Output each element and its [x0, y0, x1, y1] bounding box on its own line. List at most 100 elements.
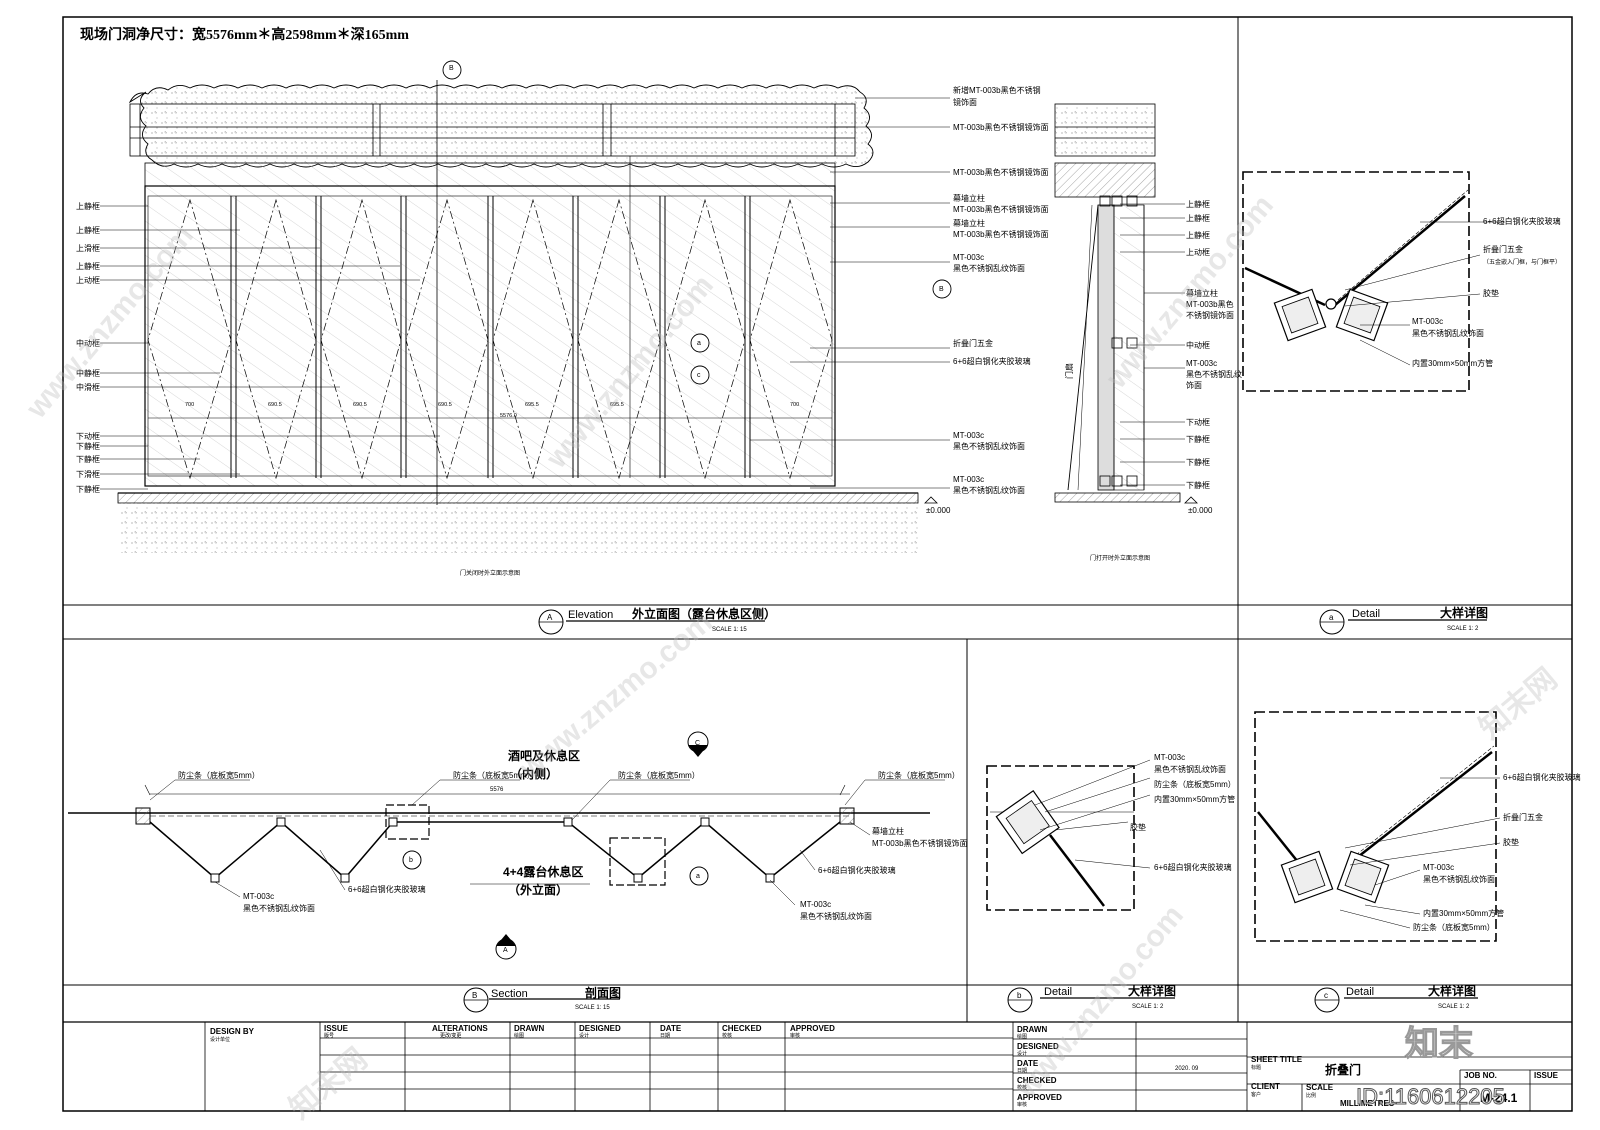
svg-text:MT-003c: MT-003c [953, 475, 984, 484]
svg-text:折叠门五金: 折叠门五金 [953, 338, 993, 348]
svg-text:审核: 审核 [1017, 1101, 1027, 1108]
svg-text:下静框: 下静框 [1186, 480, 1210, 490]
svg-text:695.5: 695.5 [610, 402, 624, 408]
date-value: 2020. 09 [1175, 1066, 1199, 1072]
svg-text:黑色不锈钢乱纹: 黑色不锈钢乱纹 [1186, 369, 1242, 379]
svg-text:CLIENT: CLIENT [1251, 1082, 1280, 1091]
svg-text:CHECKED: CHECKED [1017, 1076, 1057, 1085]
svg-text:标题: 标题 [1251, 1064, 1261, 1071]
svg-text:设计: 设计 [579, 1032, 589, 1039]
svg-text:上动框: 上动框 [1186, 247, 1210, 257]
svg-text:中动框: 中动框 [76, 338, 100, 348]
svg-text:大样详图: 大样详图 [1440, 605, 1488, 620]
svg-text:幕墙立柱: 幕墙立柱 [953, 218, 985, 228]
svg-text:设计: 设计 [1017, 1050, 1027, 1057]
svg-text:www.znzmo.com: www.znzmo.com [1009, 899, 1190, 1105]
elevation-left-labels: 上静框 上静框 上滑框 上静框 上动框 中动框 中静框 中滑框 下动框 下静框 … [76, 201, 440, 494]
svg-text:上动框: 上动框 [76, 275, 100, 285]
svg-text:MILLIMETRES: MILLIMETRES [1340, 1099, 1395, 1108]
svg-text:镜饰面: 镜饰面 [953, 97, 977, 107]
svg-text:下动框: 下动框 [76, 431, 100, 441]
svg-text:Detail: Detail [1352, 608, 1380, 620]
svg-text:MT-003c: MT-003c [243, 892, 274, 901]
svg-text:MT-003b黑色不锈钢镜饰面: MT-003b黑色不锈钢镜饰面 [953, 229, 1049, 239]
side-door-label: 门扇 [1064, 363, 1074, 379]
sheet-title-value: 折叠门 [1325, 1062, 1361, 1077]
svg-text:b: b [1017, 991, 1022, 1000]
svg-text:MT-003c: MT-003c [800, 900, 831, 909]
title-block: DESIGN BY 设计单位 ISSUE 版号 ALTERATIONS 更改/变… [204, 1022, 1572, 1111]
svg-text:上静框: 上静框 [1186, 213, 1210, 223]
svg-text:胶垫: 胶垫 [1130, 822, 1146, 832]
section-inside-sub: （内侧） [510, 766, 558, 781]
svg-text:MT-003c: MT-003c [1186, 359, 1217, 368]
svg-text:防尘条（底板宽5mm）: 防尘条（底板宽5mm） [1413, 922, 1495, 932]
svg-text:下静框: 下静框 [1186, 457, 1210, 467]
svg-text:上滑框: 上滑框 [76, 243, 100, 253]
elevation-dimensions: 700 690.5 690.5 690.5 695.5 695.5 700 55… [185, 402, 799, 419]
svg-text:c: c [1324, 991, 1328, 1000]
elevation-right-notes: 新增MT-003b黑色不锈钢 镜饰面 MT-003b黑色不锈钢镜饰面 MT-00… [750, 85, 1049, 495]
detail-b-drawing: MT-003c 黑色不锈钢乱纹饰面 防尘条（底板宽5mm） 内置30mm×50m… [986, 753, 1236, 911]
svg-text:绘图: 绘图 [1017, 1033, 1027, 1040]
svg-text:MT-003b黑色不锈钢镜饰面: MT-003b黑色不锈钢镜饰面 [953, 167, 1049, 177]
svg-text:MT-003c: MT-003c [1412, 317, 1443, 326]
side-view-drawing: ±0.000 门扇 门打开时外立面示意图 上静框 上静框 上静框 上动框 幕墙立… [1054, 103, 1242, 562]
svg-text:校核: 校核 [1017, 1084, 1027, 1091]
svg-text:SCALE 1: 15: SCALE 1: 15 [712, 627, 747, 633]
svg-text:折叠门五金: 折叠门五金 [1483, 244, 1523, 254]
svg-text:6+6超白钢化夹胶玻璃: 6+6超白钢化夹胶玻璃 [1154, 862, 1232, 872]
svg-text:690.5: 690.5 [353, 402, 367, 408]
svg-text:外立面图（露台休息区侧）: 外立面图（露台休息区侧） [632, 606, 776, 621]
title-detail-c: c Detail 大样详图 SCALE 1: 2 [1314, 983, 1478, 1013]
svg-text:设计单位: 设计单位 [210, 1036, 230, 1043]
elevation-caption: 门关闭时外立面示意图 [460, 569, 520, 577]
svg-text:6+6超白钢化夹胶玻璃: 6+6超白钢化夹胶玻璃 [1483, 216, 1561, 226]
svg-text:版号: 版号 [324, 1032, 334, 1039]
svg-text:中静框: 中静框 [76, 368, 100, 378]
svg-text:日期: 日期 [660, 1033, 670, 1039]
svg-text:胶垫: 胶垫 [1503, 837, 1519, 847]
svg-text:下静框: 下静框 [76, 484, 100, 494]
svg-text:黑色不锈钢乱纹饰面: 黑色不锈钢乱纹饰面 [953, 263, 1025, 273]
svg-text:700: 700 [790, 402, 799, 408]
svg-text:5576.0: 5576.0 [500, 413, 517, 419]
svg-text:下静框: 下静框 [1186, 434, 1210, 444]
svg-text:幕墙立柱: 幕墙立柱 [953, 193, 985, 203]
svg-text:黑色不锈钢乱纹饰面: 黑色不锈钢乱纹饰面 [800, 911, 872, 921]
svg-text:黑色不锈钢乱纹饰面: 黑色不锈钢乱纹饰面 [243, 903, 315, 913]
section-ref-b: b [409, 857, 413, 864]
svg-text:中动框: 中动框 [1186, 340, 1210, 350]
svg-text:（五金嵌入门框，与门框平）: （五金嵌入门框，与门框平） [1483, 258, 1561, 266]
svg-text:690.5: 690.5 [268, 402, 282, 408]
svg-text:审核: 审核 [790, 1032, 800, 1039]
svg-text:www.znzmo.com: www.znzmo.com [513, 605, 719, 786]
watermark-logo: 知末 [1405, 1025, 1473, 1063]
svg-text:A: A [547, 613, 553, 622]
title-section: B Section 剖面图 SCALE 1: 15 [463, 985, 621, 1013]
svg-text:防尘条（底板宽5mm）: 防尘条（底板宽5mm） [178, 770, 260, 780]
section-ref-a: A [503, 947, 508, 954]
svg-text:Elevation: Elevation [568, 609, 613, 621]
svg-text:新增MT-003b黑色不锈钢: 新增MT-003b黑色不锈钢 [953, 85, 1041, 95]
svg-text:校核: 校核 [722, 1032, 732, 1039]
svg-text:幕墙立柱: 幕墙立柱 [872, 826, 904, 836]
svg-text:内置30mm×50mm方管: 内置30mm×50mm方管 [1423, 908, 1504, 918]
svg-text:SCALE 1: 2: SCALE 1: 2 [1447, 626, 1479, 632]
svg-text:剖面图: 剖面图 [585, 985, 621, 1000]
svg-text:知末网: 知末网 [1473, 662, 1563, 745]
svg-text:DESIGNED: DESIGNED [579, 1024, 621, 1033]
svg-text:DATE: DATE [660, 1024, 682, 1033]
side-level: ±0.000 [1188, 506, 1213, 515]
side-caption: 门打开时外立面示意图 [1090, 554, 1150, 562]
elevation-drawing: 700 690.5 690.5 690.5 695.5 695.5 700 55… [117, 60, 952, 577]
svg-text:a: a [1329, 613, 1334, 622]
sheet-border [62, 16, 1573, 1112]
svg-text:MT-003c: MT-003c [1154, 753, 1185, 762]
elevation-level: ±0.000 [926, 506, 951, 515]
svg-text:MT-003b黑色不锈钢镜饰面: MT-003b黑色不锈钢镜饰面 [953, 204, 1049, 214]
svg-text:黑色不锈钢乱纹饰面: 黑色不锈钢乱纹饰面 [1423, 874, 1495, 884]
svg-text:内置30mm×50mm方管: 内置30mm×50mm方管 [1154, 794, 1235, 804]
svg-text:CHECKED: CHECKED [722, 1024, 762, 1033]
